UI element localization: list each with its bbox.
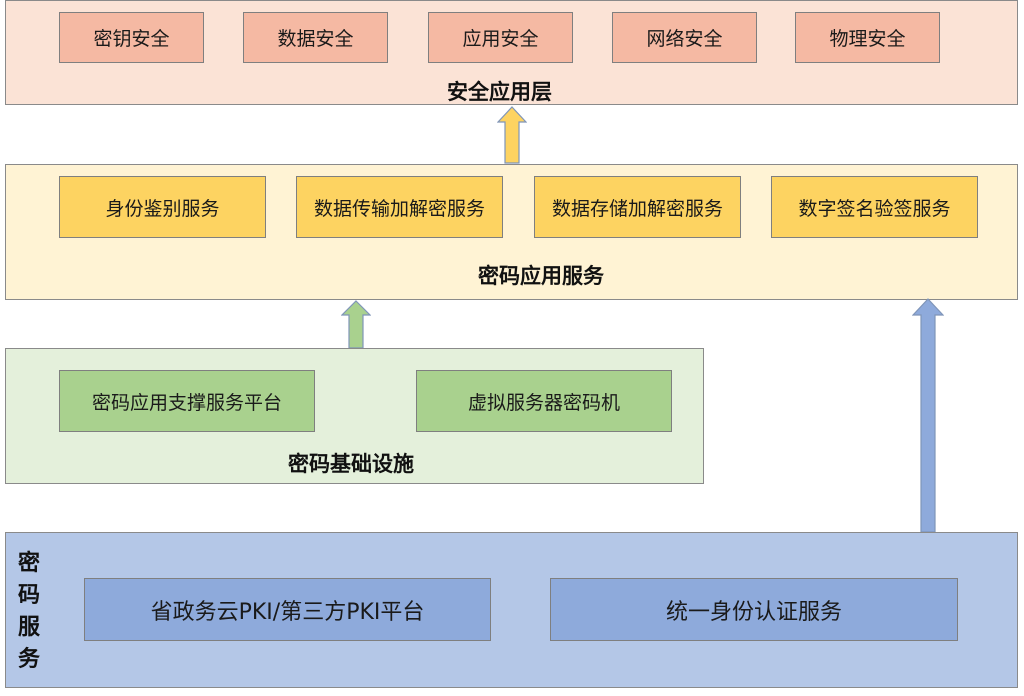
key-security-box: 密钥安全 xyxy=(59,12,204,63)
crypto-support-platform-box: 密码应用支撑服务平台 xyxy=(59,370,315,432)
application-security-box: 应用安全 xyxy=(428,12,573,63)
crypto-app-layer-title: 密码应用服务 xyxy=(478,264,604,288)
data-security-box: 数据安全 xyxy=(243,12,388,63)
security-layer-title: 安全应用层 xyxy=(447,80,552,104)
pki-platform-box: 省政务云PKI/第三方PKI平台 xyxy=(84,578,491,641)
physical-security-box: 物理安全 xyxy=(795,12,940,63)
arrow-crypto-app-to-security xyxy=(497,106,527,164)
digital-signature-service-box: 数字签名验签服务 xyxy=(771,176,978,238)
crypto-service-vertical-title: 密 码 服 务 xyxy=(14,548,44,676)
vertical-title-char-2: 码 xyxy=(17,583,40,608)
network-security-box: 网络安全 xyxy=(612,12,757,63)
arrow-infra-to-crypto-app xyxy=(341,300,371,349)
vertical-title-char-4: 务 xyxy=(17,647,40,672)
arrow-service-to-crypto-app xyxy=(912,298,944,533)
data-storage-encryption-service-box: 数据存储加解密服务 xyxy=(534,176,741,238)
unified-identity-auth-service-box: 统一身份认证服务 xyxy=(550,578,958,641)
identity-authentication-service-box: 身份鉴别服务 xyxy=(59,176,266,238)
vertical-title-char-1: 密 xyxy=(17,551,40,576)
vertical-title-char-3: 服 xyxy=(17,615,40,640)
crypto-infrastructure-title: 密码基础设施 xyxy=(288,452,414,476)
data-transmission-encryption-service-box: 数据传输加解密服务 xyxy=(296,176,503,238)
virtual-server-crypto-machine-box: 虚拟服务器密码机 xyxy=(416,370,672,432)
